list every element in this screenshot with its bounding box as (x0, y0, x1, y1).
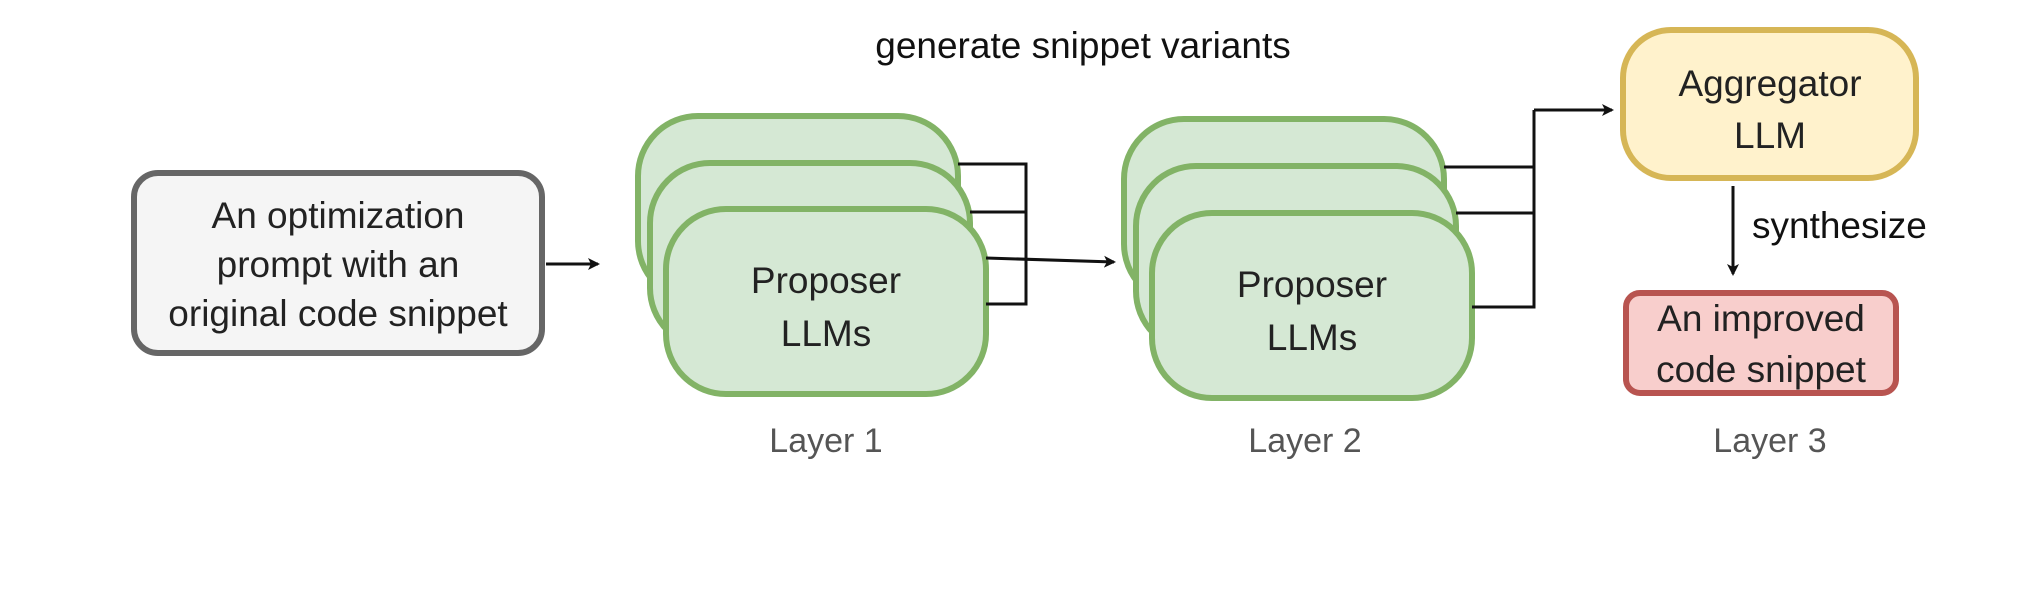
layer2-proposer-stack: Proposer LLMs (1121, 116, 1475, 401)
layer2-proposer-line-1: Proposer (1237, 264, 1387, 305)
arrow-layer1-to-layer2 (985, 255, 1116, 268)
aggregator-line-1: Aggregator (1678, 63, 1861, 104)
output-node: An improved code snippet (1623, 290, 1899, 396)
input-node-line-2: prompt with an (217, 244, 460, 285)
output-line-2: code snippet (1656, 349, 1867, 390)
aggregator-node: Aggregator LLM (1620, 27, 1919, 181)
diagram-title: generate snippet variants (875, 25, 1291, 66)
layer1-proposer-line-2: LLMs (781, 313, 871, 354)
layer3-label: Layer 3 (1713, 422, 1826, 460)
layer1-connector-top (958, 162, 1028, 260)
output-line-1: An improved (1657, 298, 1865, 339)
layer1-proposer-card-front (663, 206, 989, 397)
layer2-proposer-line-2: LLMs (1267, 317, 1357, 358)
layer1-proposer-line-1: Proposer (751, 260, 901, 301)
output-node-box (1623, 290, 1899, 396)
layer2-connector-bottom (1472, 110, 1536, 309)
layer1-label: Layer 1 (769, 422, 882, 460)
edge-label-synthesize: synthesize (1752, 205, 1927, 246)
layer1-proposer-stack: Proposer LLMs (635, 113, 989, 397)
aggregator-line-2: LLM (1734, 115, 1806, 156)
layer1-connector-bottom (986, 258, 1028, 306)
layer1-connectors (958, 162, 1028, 306)
input-node-line-1: An optimization (212, 195, 465, 236)
layer2-connectors (1444, 104, 1614, 309)
layer2-label: Layer 2 (1248, 422, 1361, 460)
input-node-line-3: original code snippet (168, 293, 508, 334)
aggregator-node-box (1620, 27, 1919, 181)
input-node-box (131, 170, 545, 356)
input-node: An optimization prompt with an original … (131, 170, 545, 356)
layer2-proposer-card-front (1149, 210, 1475, 401)
